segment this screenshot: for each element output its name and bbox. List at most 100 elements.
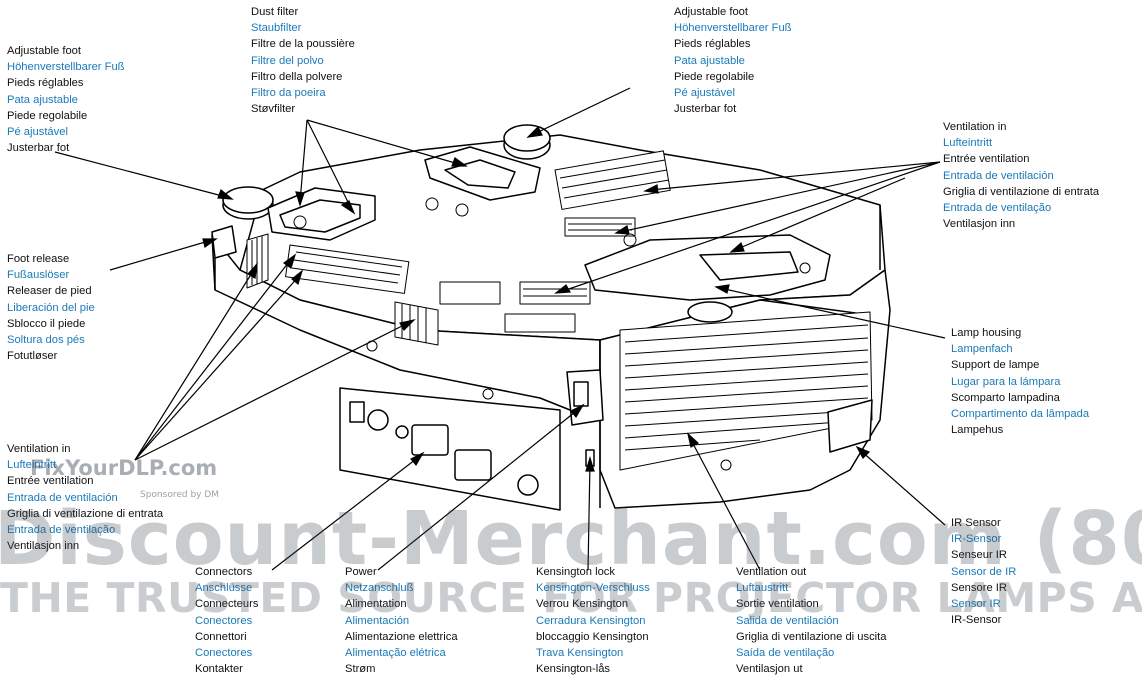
callout-line: Support de lampe xyxy=(951,359,1040,372)
callout-line: Strøm xyxy=(345,663,376,676)
callout-line: Lampenfach xyxy=(951,343,1013,356)
callout-line: Filtro della polvere xyxy=(251,70,343,83)
callout-line: Liberación del pie xyxy=(7,301,95,314)
callout-line: Foot release xyxy=(7,253,70,265)
callout-line: Dust filter xyxy=(251,6,299,18)
callout-line: Conectores xyxy=(195,614,253,627)
callout-line: Filtre del polvo xyxy=(251,54,324,67)
callout-line: Power xyxy=(345,566,377,578)
side-vents-left xyxy=(246,233,439,346)
callout-line: Sensore IR xyxy=(951,581,1007,594)
foot-release-button-shape xyxy=(211,225,237,259)
callout-line: Entrée ventilation xyxy=(943,153,1030,166)
callout-line: Höhenverstellbarer Fuß xyxy=(7,61,125,74)
callout-line: Ventilasjon inn xyxy=(7,540,80,553)
callout-line: Griglia di ventilazione di entrata xyxy=(943,185,1100,198)
adjustable-foot-left-shape xyxy=(222,186,274,220)
callout-line: Ventilation in xyxy=(7,443,71,455)
callout-line: IR Sensor xyxy=(951,517,1001,529)
callout-line: Justerbar fot xyxy=(7,142,70,155)
watermark-merchant: Discount-Merchant.com (800) 281-8860 xyxy=(0,496,1142,582)
callout-kensington-lock: Kensington lock Kensington-Verschluss Ve… xyxy=(536,564,650,677)
callout-line: Connecteurs xyxy=(195,598,259,611)
callout-line: Pé ajustável xyxy=(7,126,68,139)
callout-line: Senseur IR xyxy=(951,549,1007,562)
callout-line: Alimentação elétrica xyxy=(345,647,446,660)
callout-line: Lufteintritt xyxy=(7,459,57,472)
callout-line: Alimentation xyxy=(345,598,407,611)
callout-line: Kontakter xyxy=(195,663,243,676)
callout-line: Fußauslöser xyxy=(7,269,70,282)
callout-line: Pieds réglables xyxy=(674,38,751,51)
connector-panel xyxy=(339,387,561,511)
callout-line: Griglia di ventilazione di uscita xyxy=(736,630,887,643)
callout-line: Alimentación xyxy=(345,614,410,627)
callout-ventilation-in-right: Ventilation in Lufteintritt Entrée venti… xyxy=(943,119,1099,232)
ir-sensor-window xyxy=(827,399,873,453)
callout-line: Soltura dos pés xyxy=(7,334,85,347)
callout-line: Kensington-Verschluss xyxy=(536,582,650,595)
callout-line: Kensington-lås xyxy=(536,663,611,676)
callout-foot-release: Foot release Fußauslöser Releaser de pie… xyxy=(7,251,95,364)
callout-line: Connectors xyxy=(195,566,253,578)
callout-line: Kensington lock xyxy=(536,566,615,578)
callout-connectors: Connectors Anschlüsse Connecteurs Conect… xyxy=(195,564,258,677)
callout-line: Ventilation out xyxy=(736,566,807,578)
callout-line: Adjustable foot xyxy=(7,45,82,57)
callout-line: Cerradura Kensington xyxy=(536,614,646,627)
callout-line: Støvfilter xyxy=(251,103,296,116)
callout-line: Pata ajustable xyxy=(674,54,745,67)
callout-line: Pé ajustável xyxy=(674,87,735,100)
callout-line: Piede regolabile xyxy=(674,70,755,83)
callout-line: Piede regolabile xyxy=(7,109,88,122)
callout-power: Power Netzanschluß Alimentation Alimenta… xyxy=(345,564,458,677)
callout-line: Scomparto lampadina xyxy=(951,391,1060,404)
lamp-housing-cover xyxy=(584,234,831,301)
callout-line: Entrada de ventilación xyxy=(943,169,1054,182)
callout-line: Filtro da poeira xyxy=(251,87,326,100)
callout-ventilation-out: Ventilation out Luftaustritt Sortie vent… xyxy=(736,564,887,677)
callout-line: Pieds réglables xyxy=(7,77,84,90)
callout-line: Entrada de ventilación xyxy=(7,491,118,504)
callout-line: Compartimento da lâmpada xyxy=(951,408,1090,421)
exhaust-grille xyxy=(619,311,873,471)
callout-line: Connettori xyxy=(195,630,247,643)
callout-line: IR-Sensor xyxy=(951,533,1002,546)
callout-line: Lamp housing xyxy=(951,327,1022,339)
callout-line: Trava Kensington xyxy=(536,647,624,660)
callout-line: Lufteintritt xyxy=(943,137,993,150)
callout-dust-filter: Dust filter Staubfilter Filtre de la pou… xyxy=(251,4,355,117)
callout-line: Anschlüsse xyxy=(195,582,253,595)
callout-line: Justerbar fot xyxy=(674,103,737,116)
callout-line: Entrada de ventilação xyxy=(943,202,1052,215)
callout-line: Verrou Kensington xyxy=(536,598,629,611)
callout-line: Griglia di ventilazione di entrata xyxy=(7,507,164,520)
callout-line: Salida de ventilación xyxy=(736,614,839,627)
callout-lamp-housing: Lamp housing Lampenfach Support de lampe… xyxy=(951,325,1089,438)
callout-line: Ventilasjon inn xyxy=(943,218,1016,231)
callout-line: Sblocco il piede xyxy=(7,317,86,330)
callout-line: Alimentazione elettrica xyxy=(345,630,458,643)
callout-line: Sensor IR xyxy=(951,598,1001,611)
callout-line: Pata ajustable xyxy=(7,93,78,106)
callout-line: Filtre de la poussière xyxy=(251,38,355,51)
callout-line: Adjustable foot xyxy=(674,6,749,18)
watermark-logo: FixYourDLP.com xyxy=(30,456,218,480)
callout-line: Entrada de ventilação xyxy=(7,524,116,537)
callout-line: Sensor de IR xyxy=(951,565,1017,578)
callout-line: Releaser de pied xyxy=(7,285,92,298)
callout-line: Conectores xyxy=(195,647,253,660)
watermark-tagline: THE TRUSTED SOURCE FOR PROJECTOR LAMPS A… xyxy=(0,574,1142,622)
callout-line: Netzanschluß xyxy=(345,582,414,595)
callout-line: Luftaustritt xyxy=(736,582,789,595)
callout-adjustable-foot-left: Adjustable foot Höhenverstellbarer Fuß P… xyxy=(7,43,125,156)
watermark-sponsored: Sponsored by DM xyxy=(140,490,220,500)
callout-line: IR-Sensor xyxy=(951,614,1002,627)
callout-ir-sensor: IR Sensor IR-Sensor Senseur IR Sensor de… xyxy=(951,515,1016,628)
callout-ventilation-in-left: Ventilation in Lufteintritt Entrée venti… xyxy=(7,441,163,554)
callout-adjustable-foot-right: Adjustable foot Höhenverstellbarer Fuß P… xyxy=(674,4,792,117)
callout-line: Sortie ventilation xyxy=(736,598,819,611)
